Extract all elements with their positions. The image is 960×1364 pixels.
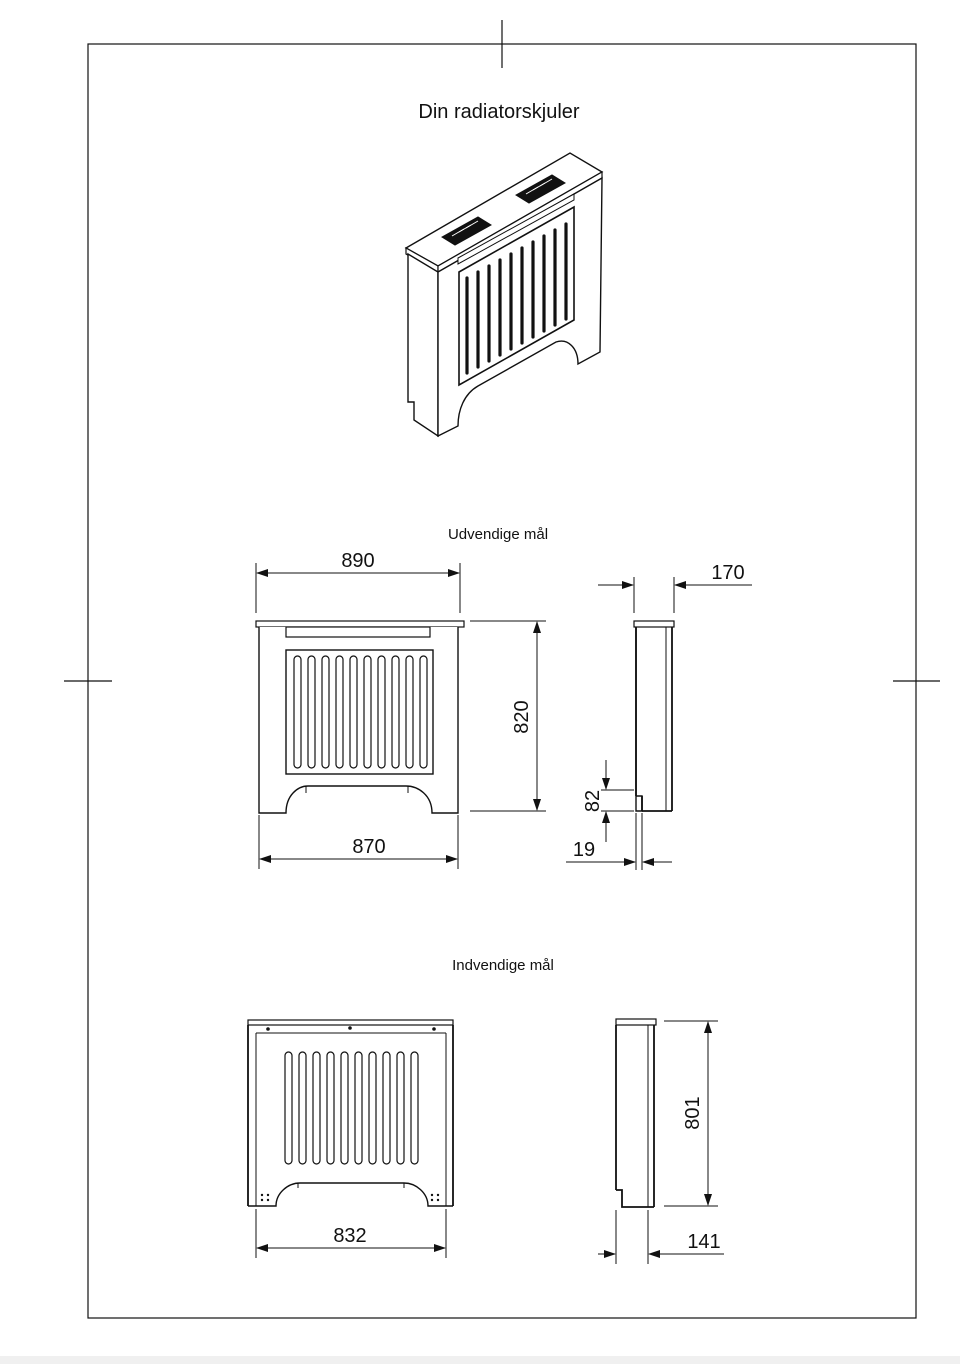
internal-heading: Indvendige mål bbox=[452, 957, 554, 974]
front-view-external bbox=[255, 620, 465, 814]
isometric-slats bbox=[465, 222, 568, 375]
side-view-external bbox=[633, 620, 675, 812]
dimension-label-141: 141 bbox=[687, 1231, 720, 1253]
dimension-height-external: 820 bbox=[470, 620, 546, 812]
front-slats-internal bbox=[284, 1051, 419, 1165]
vent-grille-left bbox=[441, 216, 492, 246]
external-heading: Udvendige mål bbox=[448, 526, 548, 543]
dimension-depth-internal: 141 bbox=[598, 1210, 724, 1264]
dimension-width-bottom: 870 bbox=[258, 815, 459, 869]
vent-grille-right bbox=[515, 174, 566, 204]
front-slats-external bbox=[293, 655, 428, 769]
side-view-internal bbox=[615, 1018, 657, 1208]
dimension-foot-height: 82 bbox=[582, 760, 634, 842]
dimension-label-820: 820 bbox=[511, 700, 533, 733]
dimension-width-internal: 832 bbox=[255, 1209, 447, 1258]
dimension-panel-thickness: 19 bbox=[566, 813, 672, 870]
bottom-strip bbox=[0, 1356, 960, 1364]
dimension-label-170: 170 bbox=[711, 562, 744, 584]
dimension-label-870: 870 bbox=[352, 836, 385, 858]
dimension-label-832: 832 bbox=[333, 1225, 366, 1247]
dimension-label-801: 801 bbox=[682, 1096, 704, 1129]
dimension-height-internal: 801 bbox=[664, 1020, 718, 1207]
dimension-label-890: 890 bbox=[341, 550, 374, 572]
dimension-width-top: 890 bbox=[255, 550, 461, 613]
dimension-label-19: 19 bbox=[573, 839, 595, 861]
dimension-depth-external: 170 bbox=[598, 562, 752, 613]
isometric-view bbox=[404, 152, 604, 438]
drawing-title: Din radiatorskjuler bbox=[418, 101, 580, 123]
front-view-internal bbox=[247, 1019, 454, 1207]
dimension-label-82: 82 bbox=[582, 790, 604, 812]
